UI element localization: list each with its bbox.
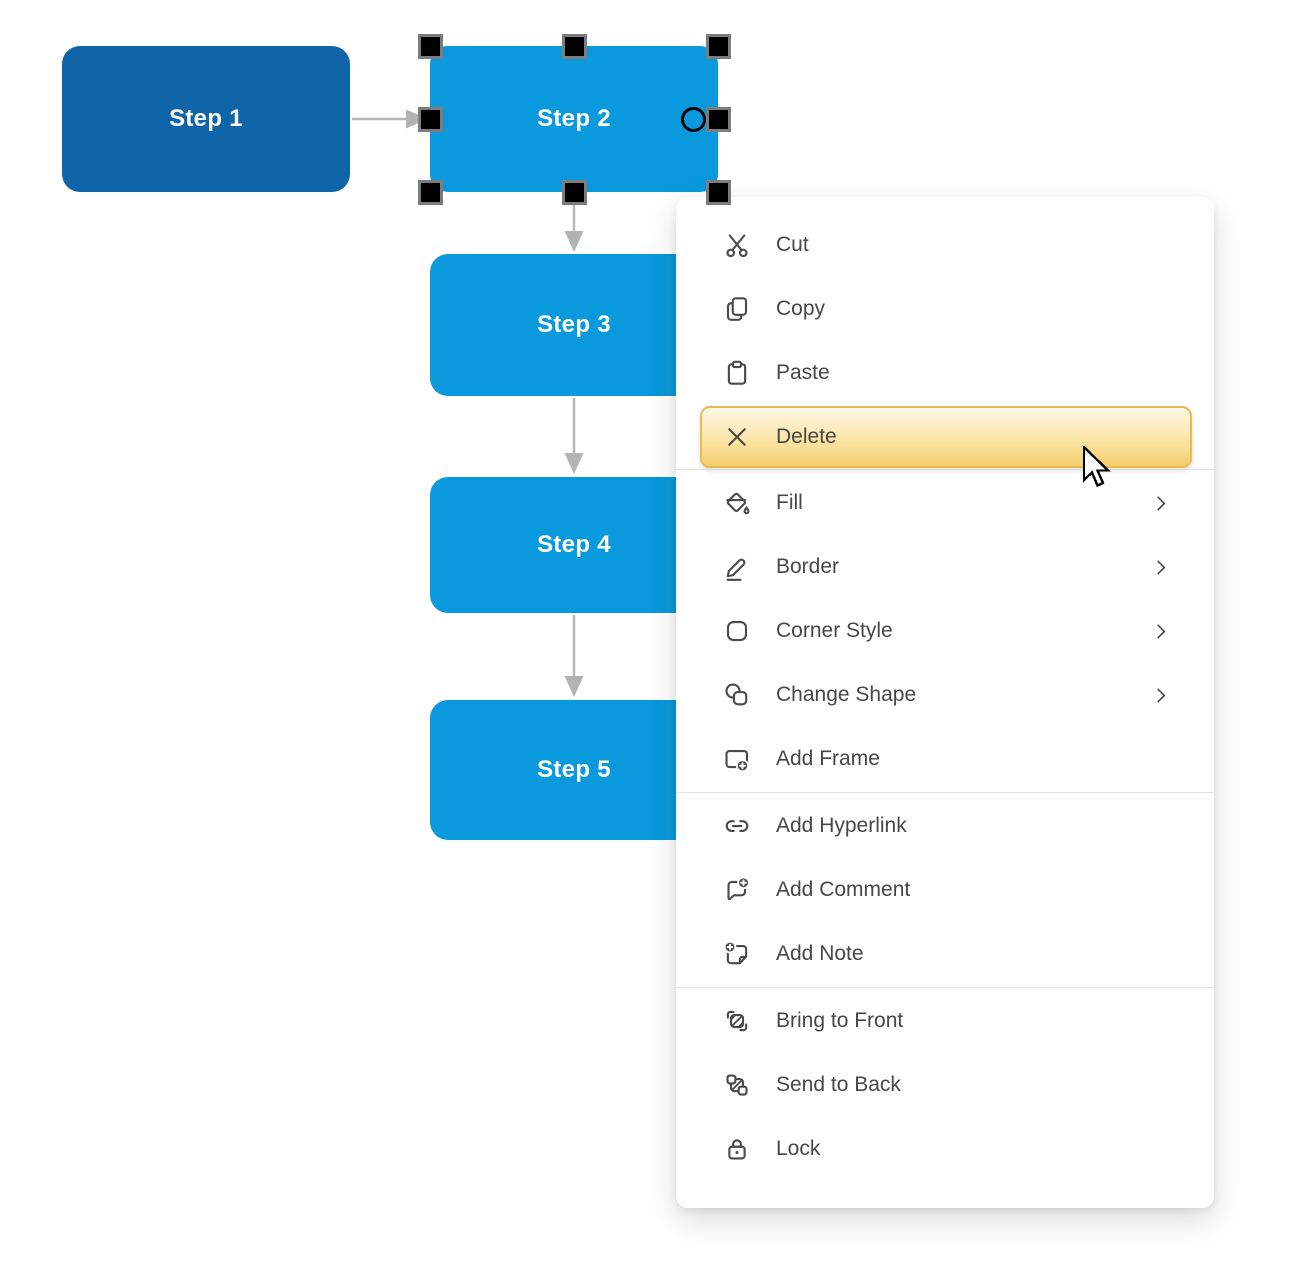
menu-item-label: Border [776, 555, 840, 578]
connector-step1-step2[interactable] [352, 109, 428, 129]
connection-point[interactable] [681, 107, 706, 132]
menu-item-label: Add Frame [776, 747, 880, 770]
menu-item-label: Add Note [776, 942, 864, 965]
node-label: Step 3 [537, 311, 611, 338]
mouse-cursor-icon [1083, 446, 1111, 488]
hyperlink-icon [725, 820, 749, 832]
selection-handle-middle-left[interactable] [418, 107, 443, 132]
menu-item-label: Lock [776, 1137, 821, 1160]
menu-item-add-frame[interactable]: Add Frame [676, 727, 1214, 791]
flowchart-node-step-4[interactable]: Step 4 [430, 477, 718, 613]
delete-x-icon [728, 428, 746, 446]
menu-item-cut[interactable]: Cut [676, 213, 1214, 277]
menu-item-corner-style[interactable]: Corner Style [676, 599, 1214, 663]
menu-item-copy[interactable]: Copy [676, 277, 1214, 341]
clipboard-icon [727, 360, 747, 385]
add-frame-icon [725, 749, 750, 773]
copy-icon [726, 297, 748, 321]
menu-item-label: Paste [776, 361, 830, 384]
menu-item-border[interactable]: Border [676, 535, 1214, 599]
connector-step4-step5[interactable] [564, 615, 584, 697]
context-menu: Cut Copy Paste [676, 197, 1214, 1208]
chevron-right-icon [1157, 559, 1166, 575]
menu-item-label: Delete [776, 425, 837, 448]
send-to-back-icon [726, 1074, 748, 1096]
menu-item-label: Cut [776, 233, 809, 256]
selection-handle-top-middle[interactable] [562, 34, 587, 59]
flowchart-node-step-5[interactable]: Step 5 [430, 700, 718, 840]
menu-item-label: Add Hyperlink [776, 814, 907, 837]
add-comment-icon [727, 876, 750, 901]
menu-item-fill[interactable]: Fill [676, 471, 1214, 535]
chevron-right-icon [1157, 623, 1166, 639]
flowchart-node-step-2-selected[interactable]: Step 2 [430, 46, 718, 192]
menu-item-label: Corner Style [776, 619, 893, 642]
menu-item-add-comment[interactable]: Add Comment [676, 858, 1214, 922]
menu-item-delete-highlighted[interactable]: Delete [700, 406, 1192, 468]
node-label: Step 2 [537, 105, 611, 132]
rounded-square-icon [726, 620, 748, 642]
menu-item-lock[interactable]: Lock [676, 1117, 1214, 1181]
menu-item-send-to-back[interactable]: Send to Back [676, 1053, 1214, 1117]
add-note-icon [723, 940, 748, 965]
change-shape-icon [725, 683, 748, 706]
menu-item-label: Change Shape [776, 683, 917, 706]
paint-bucket-icon [726, 492, 750, 515]
selection-handle-top-left[interactable] [418, 34, 443, 59]
lock-icon [728, 1139, 746, 1160]
menu-item-add-note[interactable]: Add Note [676, 922, 1214, 986]
menu-item-label: Fill [776, 491, 803, 514]
scissors-icon [726, 234, 748, 258]
menu-item-label: Send to Back [776, 1073, 901, 1096]
menu-divider [676, 987, 1214, 988]
menu-divider [676, 469, 1214, 470]
node-label: Step 5 [537, 756, 611, 783]
node-label: Step 1 [169, 105, 243, 132]
selection-handle-bottom-right[interactable] [706, 180, 731, 205]
connector-step3-step4[interactable] [564, 398, 584, 474]
pen-icon [726, 558, 746, 581]
menu-item-paste[interactable]: Paste [676, 341, 1214, 405]
chevron-right-icon [1157, 687, 1166, 703]
menu-item-label: Bring to Front [776, 1009, 904, 1032]
menu-item-label: Copy [776, 297, 826, 320]
menu-item-bring-to-front[interactable]: Bring to Front [676, 989, 1214, 1053]
chevron-right-icon [1157, 495, 1166, 511]
node-label: Step 4 [537, 531, 611, 558]
selection-handle-bottom-left[interactable] [418, 180, 443, 205]
flowchart-node-step-1[interactable]: Step 1 [62, 46, 350, 192]
bring-to-front-icon [726, 1010, 748, 1032]
menu-item-change-shape[interactable]: Change Shape [676, 663, 1214, 727]
menu-item-add-hyperlink[interactable]: Add Hyperlink [676, 794, 1214, 858]
selection-handle-bottom-middle[interactable] [562, 180, 587, 205]
menu-item-label: Add Comment [776, 878, 911, 901]
flowchart-node-step-3[interactable]: Step 3 [430, 254, 718, 396]
menu-divider [676, 792, 1214, 793]
selection-handle-top-right[interactable] [706, 34, 731, 59]
selection-handle-middle-right[interactable] [706, 107, 731, 132]
